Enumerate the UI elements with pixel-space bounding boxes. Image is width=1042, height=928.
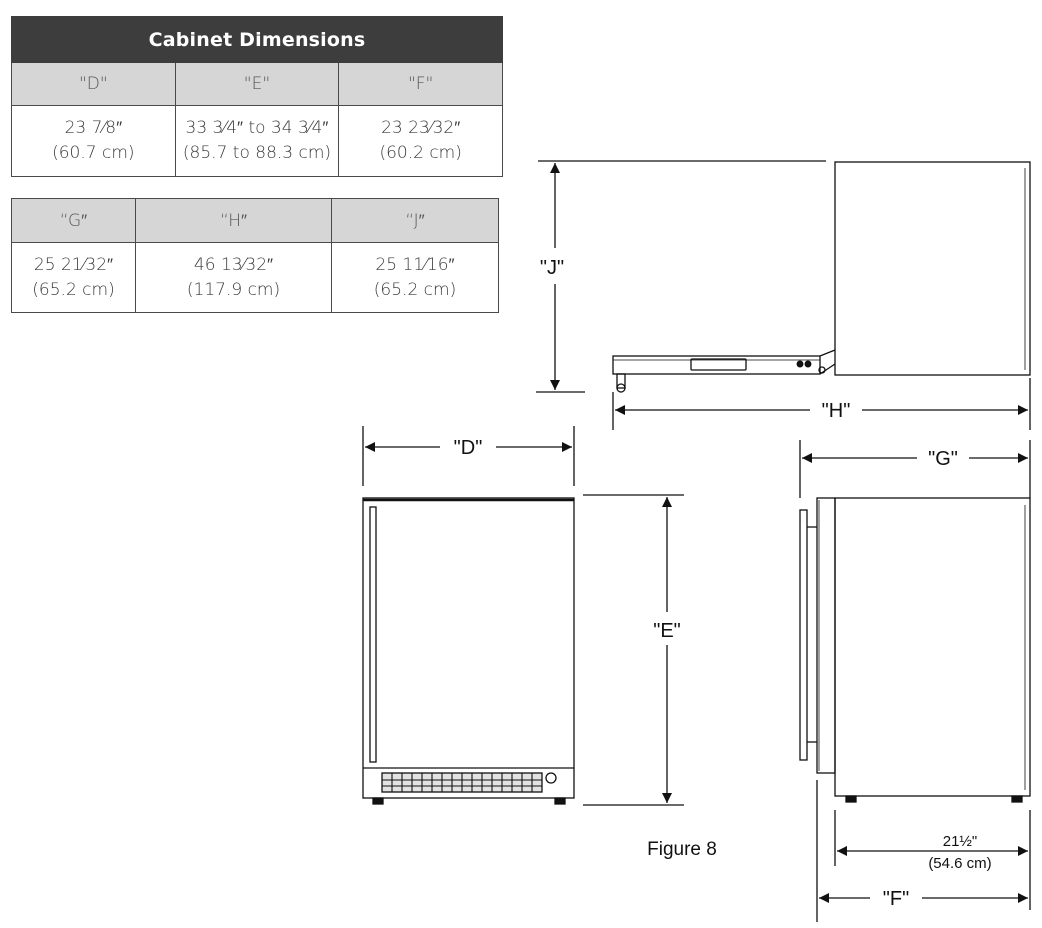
header-G: “G″ — [11, 198, 136, 243]
dimension-D — [362, 426, 575, 486]
dimension-G — [799, 440, 1031, 498]
value-G-imperial: 25 21⁄32″ — [33, 254, 114, 275]
value-F: 23 23⁄32″ (60.2 cm) — [338, 105, 503, 177]
label-depth: 21½" — [943, 833, 978, 850]
side-door-handle — [799, 509, 808, 761]
lock-icon — [545, 772, 557, 784]
value-D: 23 7⁄8″ (60.7 cm) — [11, 105, 176, 177]
door-handle-slot — [690, 358, 747, 371]
table-row: 23 7⁄8″ (60.7 cm) 33 3⁄4″ to 34 3⁄4″ (85… — [11, 105, 503, 177]
value-J: 25 11⁄16″ (65.2 cm) — [331, 242, 499, 313]
side-view — [799, 497, 1031, 803]
value-E-metric: (85.7 to 88.3 cm) — [182, 143, 332, 163]
value-F-metric: (60.2 cm) — [379, 143, 462, 163]
header-H: “H″ — [135, 198, 332, 243]
front-cabinet-outline — [362, 497, 575, 799]
label-E: "E" — [653, 620, 681, 642]
side-right-foot — [1011, 795, 1023, 803]
value-J-metric: (65.2 cm) — [373, 279, 457, 300]
label-depth-metric: (54.6 cm) — [928, 855, 991, 872]
value-D-imperial: 23 7⁄8″ — [64, 118, 123, 138]
value-E-imperial: 33 3⁄4″ to 34 3⁄4″ — [185, 118, 329, 138]
dimension-E — [583, 494, 684, 806]
side-cabinet-outline — [834, 497, 1031, 797]
table-header-row: "D" "E" "F" — [11, 62, 503, 106]
dimension-J — [536, 160, 826, 393]
front-door-handle — [369, 506, 377, 763]
value-G: 25 21⁄32″ (65.2 cm) — [11, 242, 136, 313]
value-H: 46 13⁄32″ (117.9 cm) — [135, 242, 332, 313]
top-view-door-open — [612, 161, 1031, 393]
label-J: "J" — [540, 257, 564, 279]
side-left-foot — [845, 795, 857, 803]
dimension-F — [816, 780, 1028, 922]
open-door-outline — [612, 355, 821, 375]
value-J-imperial: 25 11⁄16″ — [375, 254, 455, 275]
table-title-row: Cabinet Dimensions — [11, 16, 503, 63]
label-F: "F" — [883, 888, 909, 910]
value-G-metric: (65.2 cm) — [32, 279, 115, 300]
label-H: "H" — [822, 400, 851, 422]
header-J: “J″ — [331, 198, 499, 243]
value-H-imperial: 46 13⁄32″ — [193, 254, 274, 275]
cabinet-top-outline — [834, 161, 1031, 376]
header-F: "F" — [338, 62, 503, 106]
dimension-depth — [834, 810, 1031, 910]
table-row: 25 21⁄32″ (65.2 cm) 46 13⁄32″ (117.9 cm)… — [11, 242, 499, 313]
label-D: "D" — [454, 437, 483, 459]
label-G: "G" — [928, 448, 958, 470]
side-door-outline — [816, 497, 836, 774]
value-E: 33 3⁄4″ to 34 3⁄4″ (85.7 to 88.3 cm) — [174, 105, 340, 177]
front-right-foot — [554, 797, 566, 805]
dimension-H — [612, 378, 1031, 430]
cabinet-dimensions-table-2: “G″ “H″ “J″ 25 21⁄32″ (65.2 cm) 46 13⁄32… — [11, 198, 499, 313]
table-title: Cabinet Dimensions — [11, 16, 503, 63]
cabinet-dimensions-table: Cabinet Dimensions "D" "E" "F" 23 7⁄8″ (… — [11, 16, 503, 177]
table-header-row: “G″ “H″ “J″ — [11, 198, 499, 243]
door-hinge-pin — [616, 373, 626, 389]
figure-caption: Figure 8 — [647, 839, 717, 860]
value-F-imperial: 23 23⁄32″ — [381, 118, 461, 138]
value-H-metric: (117.9 cm) — [186, 279, 281, 300]
value-D-metric: (60.7 cm) — [52, 143, 135, 163]
front-view — [362, 497, 575, 805]
front-left-foot — [372, 797, 384, 805]
